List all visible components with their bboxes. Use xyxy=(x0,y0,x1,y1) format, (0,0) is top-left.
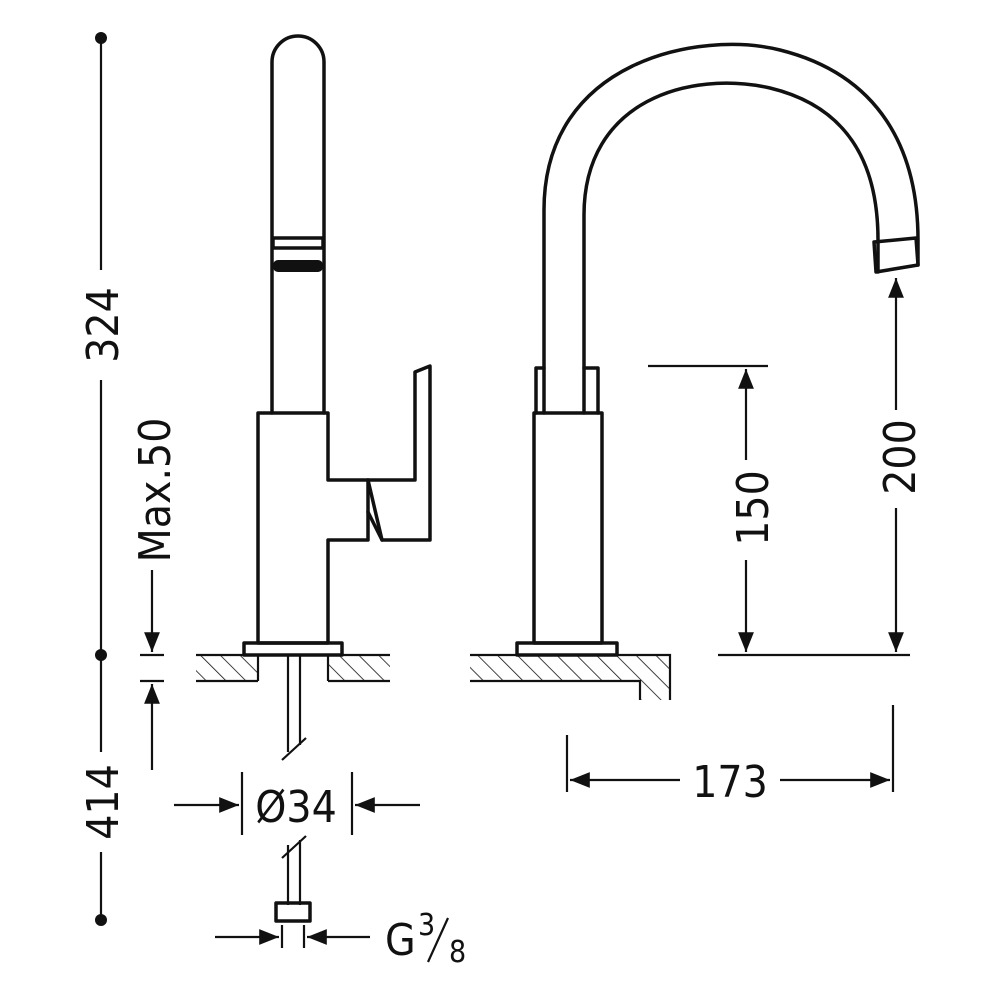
faucet-side-view xyxy=(242,34,432,657)
overall-height-dimension: 324 414 xyxy=(78,32,129,926)
connection-label: G xyxy=(385,915,416,966)
spout-reach-label: 173 xyxy=(692,757,768,808)
body-height-label: 150 xyxy=(728,470,779,546)
supply-hose xyxy=(274,655,312,923)
faucet-front-view xyxy=(515,42,920,657)
spout-tip xyxy=(872,236,920,274)
connection-dimension: G 3 8 xyxy=(215,908,466,970)
aerator-ring xyxy=(273,260,323,272)
diameter-dimension: Ø34 xyxy=(174,772,420,835)
spout-height-label: 200 xyxy=(875,419,926,495)
countertop-left xyxy=(196,653,390,683)
body-height-dimension: 150 xyxy=(648,364,779,652)
dimension-point-bottom xyxy=(95,914,107,926)
base-flange-front xyxy=(515,641,619,657)
aerator-band xyxy=(271,236,325,250)
connection-denominator: 8 xyxy=(449,935,466,970)
base-flange xyxy=(242,641,344,657)
hose-connector xyxy=(274,901,312,923)
diameter-label: Ø34 xyxy=(255,782,337,833)
dimension-point-top xyxy=(95,32,107,44)
connection-numerator: 3 xyxy=(418,908,435,943)
dimension-point-mid xyxy=(95,649,107,661)
spout-height-dimension: 200 xyxy=(718,278,926,657)
max-thickness-dimension: Max.50 xyxy=(130,418,181,770)
max-thickness-label: Max.50 xyxy=(130,418,181,563)
faucet-body-front xyxy=(532,411,604,645)
dimension-324-label: 324 xyxy=(78,287,129,363)
countertop-right xyxy=(470,653,672,700)
spout-reach-dimension: 173 xyxy=(565,705,895,808)
dimension-414-label: 414 xyxy=(78,764,129,840)
